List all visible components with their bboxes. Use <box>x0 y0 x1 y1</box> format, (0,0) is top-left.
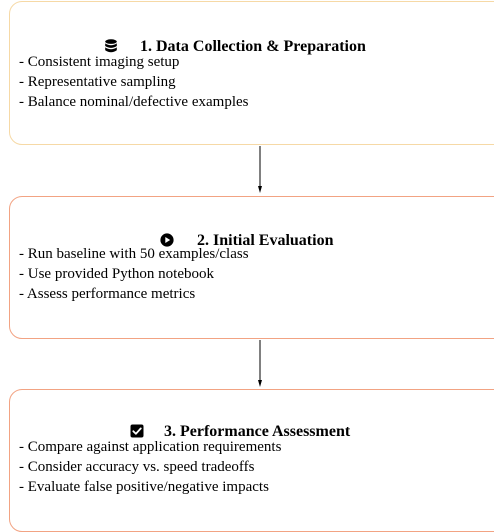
play-circle-icon <box>160 233 174 247</box>
arrow-connector-1 <box>258 146 262 194</box>
step-2-bullet-list: - Run baseline with 50 examples/class - … <box>19 244 249 304</box>
step-2-bullet: - Use provided Python notebook <box>19 266 214 282</box>
arrow-connector-2 <box>258 340 262 388</box>
step-3-box <box>9 389 494 532</box>
step-1-bullet-list: - Consistent imaging setup - Representat… <box>19 52 248 112</box>
database-icon <box>104 39 118 53</box>
step-2-box <box>9 196 494 339</box>
step-3-bullet: - Compare against application requiremen… <box>19 439 282 455</box>
step-3-bullet: - Consider accuracy vs. speed tradeoffs <box>19 459 255 475</box>
step-3-bullet-list: - Compare against application requiremen… <box>19 437 281 497</box>
step-2-bullet: - Assess performance metrics <box>19 286 196 302</box>
step-2-title: 2. Initial Evaluation <box>197 232 334 249</box>
step-1-bullet: - Consistent imaging setup <box>19 54 180 70</box>
step-1-box <box>9 1 494 145</box>
step-1-bullet: - Representative sampling <box>19 74 176 90</box>
step-1-title: 1. Data Collection & Preparation <box>140 38 366 55</box>
checkbox-icon <box>130 424 144 438</box>
step-1-bullet: - Balance nominal/defective examples <box>19 94 249 110</box>
step-3-bullet: - Evaluate false positive/negative impac… <box>19 479 269 495</box>
step-3-title: 3. Performance Assessment <box>164 423 351 440</box>
step-2-bullet: - Run baseline with 50 examples/class <box>19 246 249 262</box>
